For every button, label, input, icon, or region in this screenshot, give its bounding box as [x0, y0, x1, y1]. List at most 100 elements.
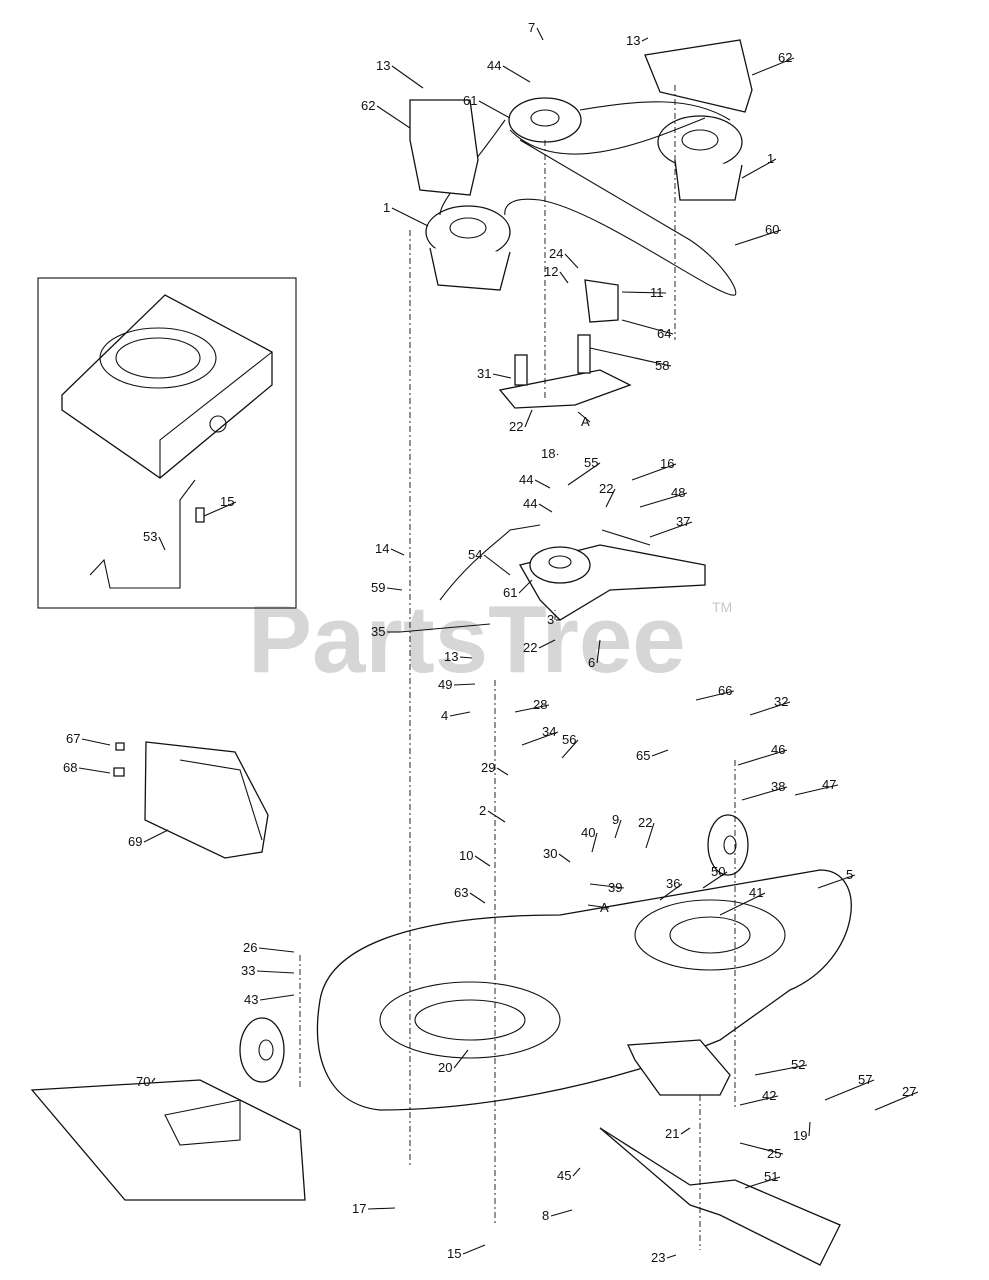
callout: 58: [589, 347, 672, 373]
callout: 37: [649, 514, 693, 538]
callout-leader: [487, 810, 506, 823]
watermark-tm: TM: [712, 599, 732, 615]
callout-label: 6: [588, 655, 595, 670]
callout-label: 62: [361, 98, 375, 113]
callout-leader: [258, 947, 295, 953]
callout-leader: [386, 587, 403, 591]
callout-label: 17: [352, 1201, 366, 1216]
callout-leader: [808, 1121, 811, 1137]
callout-leader: [645, 822, 655, 849]
callout: 45: [557, 1167, 581, 1183]
callout-leader: [143, 829, 169, 843]
callout-label: 45: [557, 1168, 571, 1183]
callout-label: 69: [128, 834, 142, 849]
part-pulley-upper-left: [425, 205, 511, 291]
callout-label: 22: [523, 640, 537, 655]
callout: 63: [454, 885, 486, 904]
callout-leader: [474, 855, 491, 867]
callout-label: 52: [791, 1057, 805, 1072]
callout: 17: [352, 1201, 396, 1216]
callout: 3: [547, 612, 560, 627]
callout: 36: [659, 876, 683, 901]
callout-label: 8: [542, 1208, 549, 1223]
callout-label: 44: [519, 472, 533, 487]
callout-leader: [203, 501, 237, 517]
callout-label: 1: [767, 151, 774, 166]
callout: 7: [528, 20, 544, 41]
callout-label: 29: [481, 760, 495, 775]
callout-label: 41: [749, 885, 763, 900]
callout-leader: [749, 701, 791, 716]
callout-leader: [641, 37, 649, 42]
callout: 1: [383, 200, 429, 227]
callout-label: 63: [454, 885, 468, 900]
callout: 32: [749, 694, 791, 716]
callout: 27: [874, 1084, 919, 1111]
callout: 62: [751, 50, 795, 76]
callout-leader: [741, 786, 788, 801]
part-idler-bracket: [498, 279, 632, 409]
callout-label: 1: [383, 200, 390, 215]
callout-leader: [459, 656, 473, 659]
callout-leader: [702, 871, 728, 889]
callout: 24: [549, 246, 579, 269]
part-mower-deck: [316, 869, 852, 1111]
callout: 66: [695, 683, 735, 701]
callout: 41: [719, 885, 766, 916]
callout-leader: [81, 738, 111, 746]
callout-leader: [874, 1091, 919, 1111]
callout-leader: [514, 704, 550, 713]
part-spring: [399, 623, 491, 633]
callout-label: 35: [371, 624, 385, 639]
callout-leader: [589, 347, 672, 367]
callout-label: 15: [220, 494, 234, 509]
callout-leader: [631, 463, 677, 481]
callout-leader: [817, 874, 856, 889]
callout-leader: [719, 892, 766, 916]
callout-label: 67: [66, 731, 80, 746]
callout-label: 22: [638, 815, 652, 830]
callout: 25: [739, 1142, 784, 1161]
callout-leader: [390, 548, 405, 556]
callout: 47: [794, 777, 839, 796]
callout-leader: [151, 1077, 156, 1083]
callout-leader: [621, 291, 667, 294]
callout-label: 20: [438, 1060, 452, 1075]
callout: 64: [621, 319, 674, 341]
callout: 8: [542, 1208, 573, 1223]
callout-leader: [453, 1049, 469, 1069]
callout-label: 30: [543, 846, 557, 861]
callout-label: 43: [244, 992, 258, 1007]
callout: 44: [487, 58, 531, 83]
callout-label: 22: [599, 481, 613, 496]
callout: 52: [754, 1057, 808, 1076]
callout: 43: [244, 992, 295, 1007]
callout: 26: [243, 940, 295, 955]
callout: 38: [741, 779, 788, 801]
callout: 18: [541, 446, 559, 461]
callout-leader: [824, 1079, 875, 1101]
callout-leader: [78, 767, 111, 774]
callout: 40: [581, 825, 598, 853]
callout-label: 27: [902, 1084, 916, 1099]
callout-leader: [391, 207, 429, 227]
callout-label: 48: [671, 485, 685, 500]
callout-leader: [589, 883, 625, 889]
callout-label: 38: [771, 779, 785, 794]
callout-label: 32: [774, 694, 788, 709]
callout-label: 7: [528, 20, 535, 35]
callout: 59: [371, 580, 403, 595]
callout-leader: [449, 711, 471, 717]
callout: 13: [376, 58, 424, 89]
callout: 13: [626, 33, 649, 48]
callout-label: 14: [375, 541, 389, 556]
callout-label: 42: [762, 1088, 776, 1103]
callout: 12: [544, 264, 569, 284]
callout-leader: [649, 521, 693, 538]
callout-label: 61: [463, 93, 477, 108]
callout-leader: [739, 1095, 779, 1106]
callout-leader: [483, 554, 511, 576]
callout-leader: [680, 1127, 691, 1135]
callout-leader: [550, 1209, 573, 1217]
callout-leader: [492, 373, 512, 379]
